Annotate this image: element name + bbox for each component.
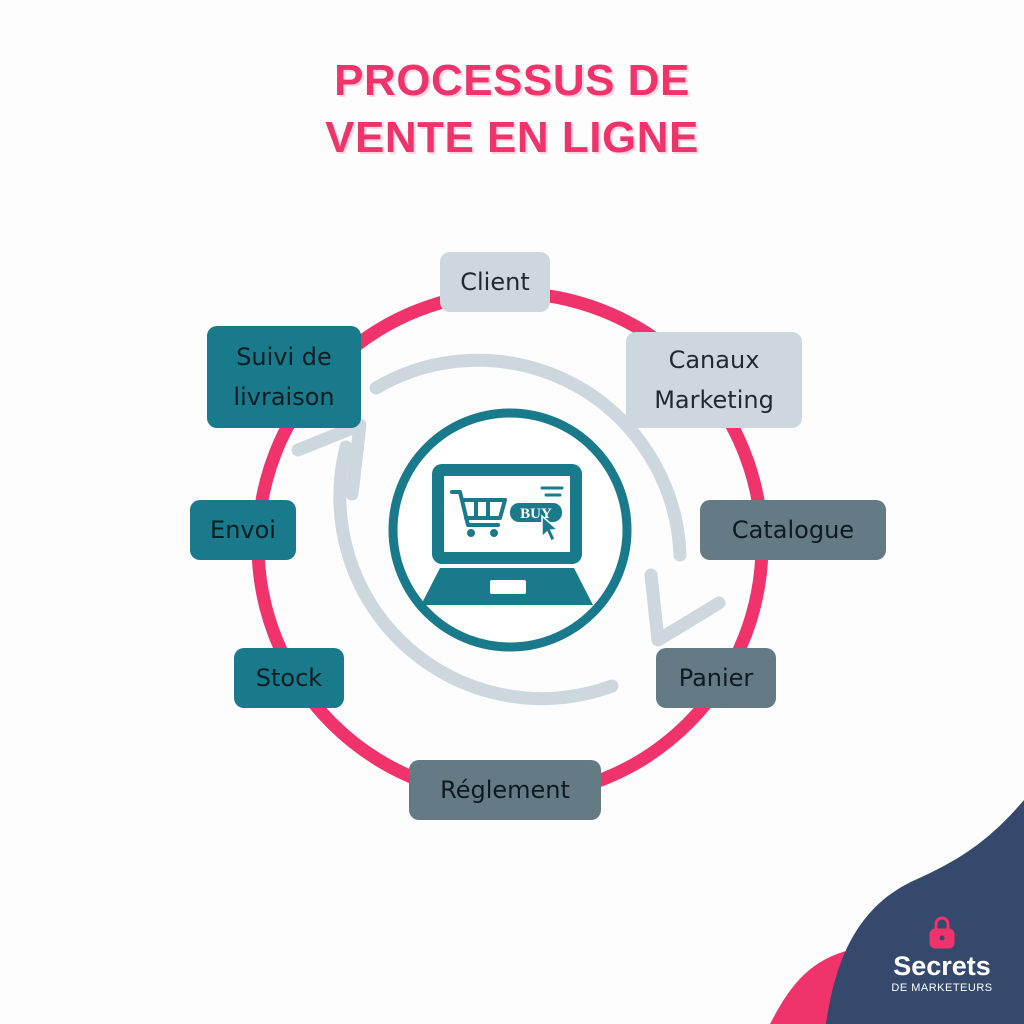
node-reglement-label: Réglement — [440, 776, 570, 804]
title-line-2: VENTE EN LIGNE — [325, 113, 699, 162]
node-stock: Stock — [234, 648, 344, 708]
node-reglement: Réglement — [409, 760, 601, 820]
speed-lines — [540, 486, 564, 497]
node-client: Client — [440, 252, 550, 312]
laptop-shopping-icon: BUY — [421, 464, 593, 605]
node-panier: Panier — [656, 648, 776, 708]
inner-arrow-head-left — [291, 418, 367, 501]
node-canaux-label-1: Canaux — [668, 346, 760, 374]
node-canaux-label-2: Marketing — [654, 386, 774, 414]
node-catalogue: Catalogue — [700, 500, 886, 560]
node-catalogue-label: Catalogue — [731, 516, 855, 544]
node-suivi-livraison: Suivi de livraison — [207, 326, 361, 428]
laptop-trackpad — [490, 580, 526, 594]
inner-arrow-arc-top — [369, 353, 687, 562]
lock-logo-icon — [929, 916, 955, 949]
node-envoi-label: Envoi — [210, 516, 276, 544]
node-canaux-marketing: Canaux Marketing — [626, 332, 802, 428]
title-line-1: PROCESSUS DE — [334, 56, 690, 105]
brand-subtitle: DE MARKETEURS — [891, 982, 993, 994]
buy-button — [510, 503, 562, 522]
cursor-icon — [541, 514, 560, 543]
node-suivi-label-1: Suivi de — [236, 343, 332, 371]
brand-name: Secrets — [893, 951, 991, 981]
inner-arrow-arc-bottom — [333, 440, 619, 706]
node-envoi: Envoi — [190, 500, 296, 560]
inner-arrow-head-right — [644, 568, 726, 647]
shopping-cart-icon — [450, 490, 507, 527]
node-panier-label: Panier — [678, 664, 754, 692]
node-client-label: Client — [460, 268, 530, 296]
node-suivi-label-2: livraison — [233, 383, 335, 411]
corner-wave-navy — [826, 800, 1024, 1024]
node-stock-label: Stock — [255, 664, 323, 692]
